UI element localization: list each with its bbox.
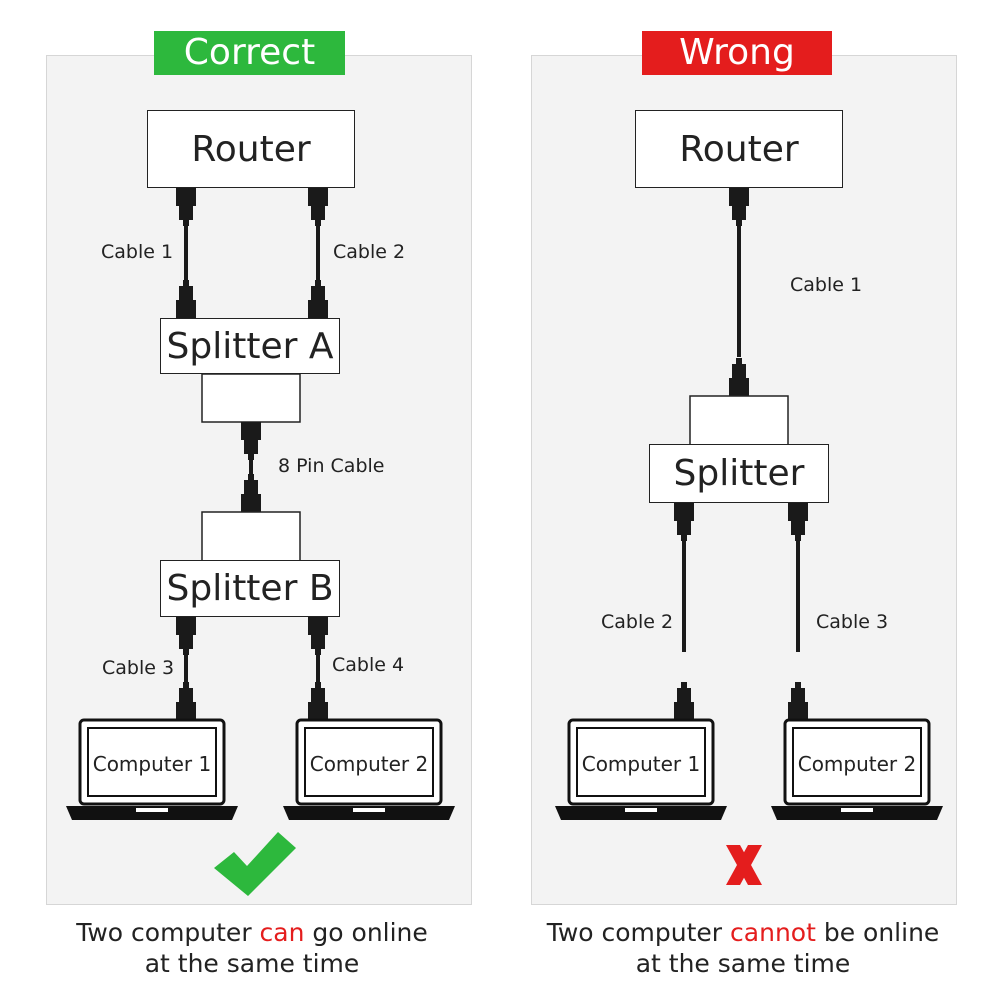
- computer-1-label-right: Computer 1: [581, 752, 701, 776]
- caption-left: Two computer can go online at the same t…: [22, 917, 482, 979]
- caption-right-highlight: cannot: [730, 918, 816, 947]
- cable-4-left: [308, 617, 328, 720]
- splitter-box-right: Splitter: [649, 444, 829, 503]
- caption-right: Two computer cannot be online at the sam…: [513, 917, 973, 979]
- check-icon: [214, 832, 296, 896]
- cable-3-label-left: Cable 3: [102, 657, 175, 679]
- wrong-tag: Wrong: [642, 31, 832, 75]
- splitter-stem-right: [689, 395, 789, 447]
- cable-1-left: [176, 188, 196, 318]
- cable-2-label-right: Cable 2: [601, 611, 674, 633]
- splitter-b-box: Splitter B: [160, 560, 340, 617]
- cable-1-label-right: Cable 1: [790, 274, 863, 296]
- cable-1-right: [729, 188, 749, 396]
- cable-2-left: [308, 188, 328, 318]
- x-icon: [726, 845, 762, 885]
- cable-1-label-left: Cable 1: [101, 241, 174, 263]
- router-box-right: Router: [635, 110, 843, 188]
- caption-left-pre: Two computer: [76, 918, 260, 947]
- caption-left-line2: at the same time: [144, 949, 360, 978]
- computer-2-label-right: Computer 2: [797, 752, 917, 776]
- cable-2-right: [674, 503, 694, 720]
- computer-2-label-left: Computer 2: [309, 752, 429, 776]
- cable-3-left: [176, 617, 196, 720]
- pin-cable: [241, 422, 261, 512]
- caption-right-line2: at the same time: [635, 949, 851, 978]
- splitter-a-stem: [201, 373, 301, 423]
- splitter-b-stem: [201, 511, 301, 563]
- pin-cable-label: 8 Pin Cable: [278, 455, 385, 477]
- splitter-a-box: Splitter A: [160, 318, 340, 374]
- correct-tag: Correct: [154, 31, 345, 75]
- cable-3-label-right: Cable 3: [816, 611, 889, 633]
- router-box-left: Router: [147, 110, 355, 188]
- computer-1-label-left: Computer 1: [92, 752, 212, 776]
- cable-2-label-left: Cable 2: [333, 241, 406, 263]
- caption-left-post: go online: [304, 918, 428, 947]
- caption-right-post: be online: [815, 918, 940, 947]
- caption-left-highlight: can: [259, 918, 305, 947]
- cable-3-right: [788, 503, 808, 720]
- cable-4-label-left: Cable 4: [332, 654, 405, 676]
- caption-right-pre: Two computer: [546, 918, 731, 947]
